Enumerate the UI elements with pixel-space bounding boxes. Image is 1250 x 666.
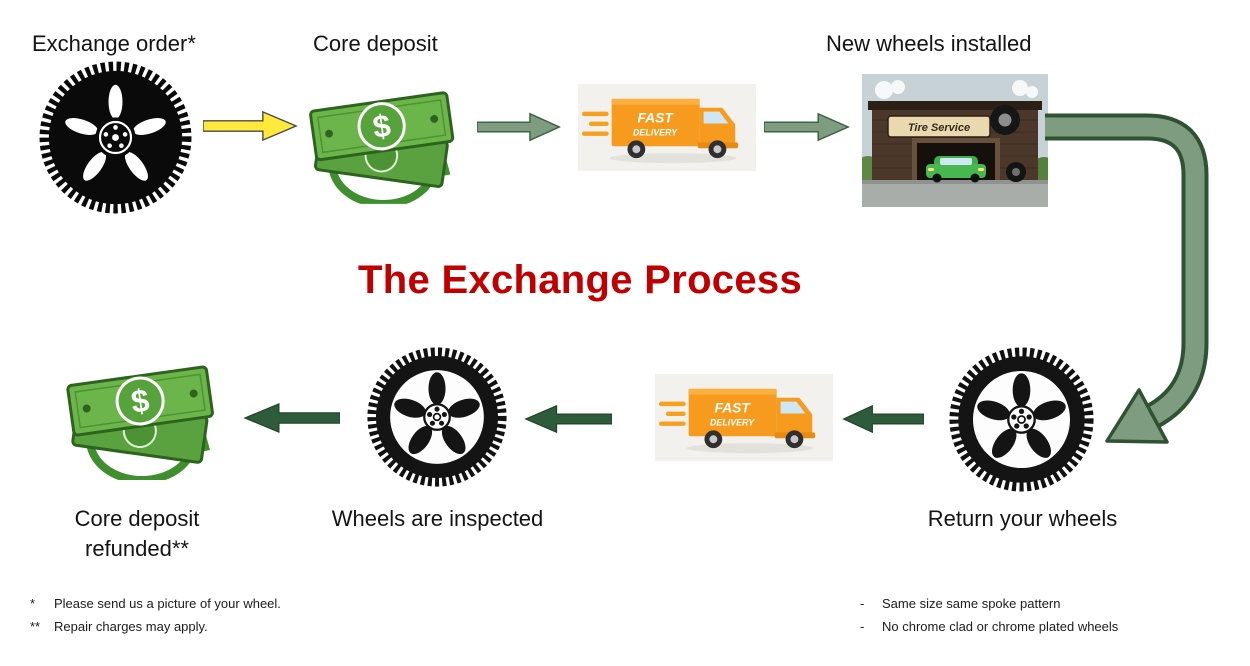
- footnote-repair: ** Repair charges may apply.: [30, 615, 281, 638]
- footnote-text: Please send us a picture of your wheel.: [54, 596, 281, 611]
- label-refund-line1: Core deposit: [74, 506, 200, 531]
- label-refund-line2: refunded**: [85, 536, 189, 561]
- arrow-deposit-to-shipping: [477, 112, 561, 142]
- footnote-no-chrome: - No chrome clad or chrome plated wheels: [860, 615, 1118, 638]
- footnote-text: Repair charges may apply.: [54, 619, 208, 634]
- footnotes-left: * Please send us a picture of your wheel…: [30, 592, 281, 638]
- footnote-marker: **: [30, 619, 41, 634]
- label-wheels-are-inspected: Wheels are inspected: [331, 506, 544, 531]
- black-wheel-icon: [38, 60, 193, 215]
- tire-shop-icon: [862, 74, 1048, 207]
- arrow-order-to-deposit: [203, 110, 298, 142]
- label-core-deposit: Core deposit: [313, 31, 438, 56]
- footnote-text: No chrome clad or chrome plated wheels: [882, 619, 1119, 634]
- footnote-text: Same size same spoke pattern: [882, 596, 1061, 611]
- footnote-marker: -: [860, 619, 865, 634]
- footnote-marker: *: [30, 596, 36, 611]
- arrow-curved-install-to-return: [1045, 113, 1209, 444]
- arrow-shipping-to-inspection: [524, 404, 612, 434]
- money-icon-deposit: [295, 78, 470, 204]
- label-exchange-order: Exchange order*: [32, 31, 196, 56]
- delivery-truck-icon-return: [655, 374, 833, 461]
- arrow-inspection-to-refund: [243, 402, 340, 434]
- arrow-shipping-to-install: [764, 112, 850, 142]
- footnotes-right: - Same size same spoke pattern - No chro…: [860, 592, 1118, 638]
- label-core-deposit-refunded: Core deposit refunded**: [37, 504, 237, 564]
- money-icon-refund: [52, 352, 230, 480]
- return-wheel-icon: [948, 346, 1095, 493]
- page-title: The Exchange Process: [358, 258, 802, 302]
- inspected-wheel-icon: [366, 346, 508, 488]
- footnote-picture: * Please send us a picture of your wheel…: [30, 592, 281, 615]
- arrow-return-to-shipping: [842, 404, 924, 434]
- label-new-wheels-installed: New wheels installed: [826, 31, 1032, 56]
- delivery-truck-icon-outbound: [578, 84, 756, 171]
- footnote-marker: -: [860, 596, 865, 611]
- label-return-your-wheels: Return your wheels: [927, 506, 1118, 531]
- footnote-spoke-pattern: - Same size same spoke pattern: [860, 592, 1118, 615]
